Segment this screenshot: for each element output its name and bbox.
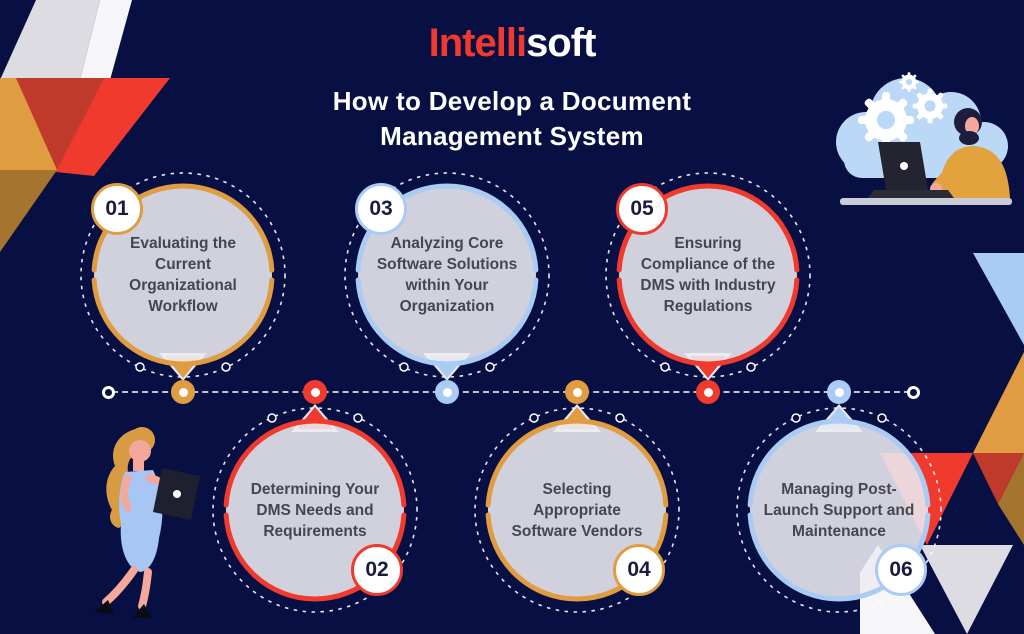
step-label: Evaluating the Current Organizational Wo… — [129, 235, 237, 315]
timeline-dot-03 — [435, 380, 459, 404]
page-title-line2: Management System — [380, 121, 644, 151]
dashed-ring — [736, 407, 942, 613]
timeline-end-dot — [907, 386, 920, 399]
brand-logo-part1: Intelli — [428, 21, 527, 65]
step-number-badge: 05 — [616, 183, 668, 235]
step-number-badge: 01 — [91, 183, 143, 235]
ring-dot-left — [529, 413, 539, 423]
ring-dot-right — [746, 362, 756, 372]
bubble-border — [223, 418, 407, 602]
dashed-ring — [344, 172, 550, 378]
bubble-fill — [94, 186, 272, 364]
step-number-badge: 03 — [355, 183, 407, 235]
ring-dot-right — [615, 413, 625, 423]
timeline-line — [102, 391, 920, 393]
ring-dot-left — [135, 362, 145, 372]
dashed-ring — [80, 172, 286, 378]
step-bubble-03: Analyzing Core Software Solutions within… — [337, 169, 557, 381]
timeline-dot-05 — [696, 380, 720, 404]
step-number-badge: 02 — [351, 544, 403, 596]
timeline-dot-04 — [565, 380, 589, 404]
ring-dot-right — [877, 413, 887, 423]
step-bubble-06: Managing Post-Launch Support and Mainten… — [729, 404, 949, 616]
bubble-border — [485, 418, 669, 602]
step-label: Analyzing Core Software Solutions within… — [376, 235, 518, 315]
step-number-badge: 06 — [875, 544, 927, 596]
page-title: How to Develop a Document Management Sys… — [0, 84, 1024, 154]
timeline-start-dot — [102, 386, 115, 399]
step-bubble-04: Selecting Appropriate Software Vendors 0… — [467, 404, 687, 616]
step-label: Ensuring Compliance of the DMS with Indu… — [640, 235, 776, 315]
step-bubble-01: Evaluating the Current Organizational Wo… — [73, 169, 293, 381]
step-bubble-art — [605, 172, 811, 381]
dashed-ring — [212, 407, 418, 613]
bubble-border — [91, 183, 275, 367]
brand-logo-part2: soft — [526, 21, 596, 65]
ring-dot-right — [353, 413, 363, 423]
ring-dot-left — [399, 362, 409, 372]
cloud-gears-illustration — [836, 72, 1012, 205]
step-bubble-02: Determining Your DMS Needs and Requireme… — [205, 404, 425, 616]
brand-logo: Intellisoft — [0, 22, 1024, 64]
bubble-border — [616, 183, 800, 367]
ring-dot-left — [660, 362, 670, 372]
step-number-badge: 04 — [613, 544, 665, 596]
ring-dot-left — [791, 413, 801, 423]
step-bubble-05: Ensuring Compliance of the DMS with Indu… — [598, 169, 818, 381]
bubble-border — [355, 183, 539, 367]
page-title-line1: How to Develop a Document — [332, 86, 692, 116]
timeline-dot-06 — [827, 380, 851, 404]
bubble-fill — [358, 186, 536, 364]
step-bubble-art — [344, 172, 550, 381]
step-label: Managing Post-Launch Support and Mainten… — [763, 480, 915, 540]
man-figure — [840, 108, 1012, 205]
dashed-ring — [605, 172, 811, 378]
bubble-fill — [619, 186, 797, 364]
step-bubble-art — [80, 172, 286, 381]
ring-dot-left — [267, 413, 277, 423]
step-label: Determining Your DMS Needs and Requireme… — [250, 480, 380, 540]
gears-icon — [858, 72, 948, 148]
ring-dot-right — [485, 362, 495, 372]
dashed-ring — [474, 407, 680, 613]
step-label: Selecting Appropriate Software Vendors — [511, 480, 643, 540]
ring-dot-right — [221, 362, 231, 372]
timeline-dot-02 — [303, 380, 327, 404]
bubble-border — [747, 418, 931, 602]
woman-dress — [119, 470, 163, 572]
woman-laptop-illustration — [94, 427, 200, 618]
corner-decoration-top-left — [0, 0, 170, 252]
timeline-dot-01 — [171, 380, 195, 404]
